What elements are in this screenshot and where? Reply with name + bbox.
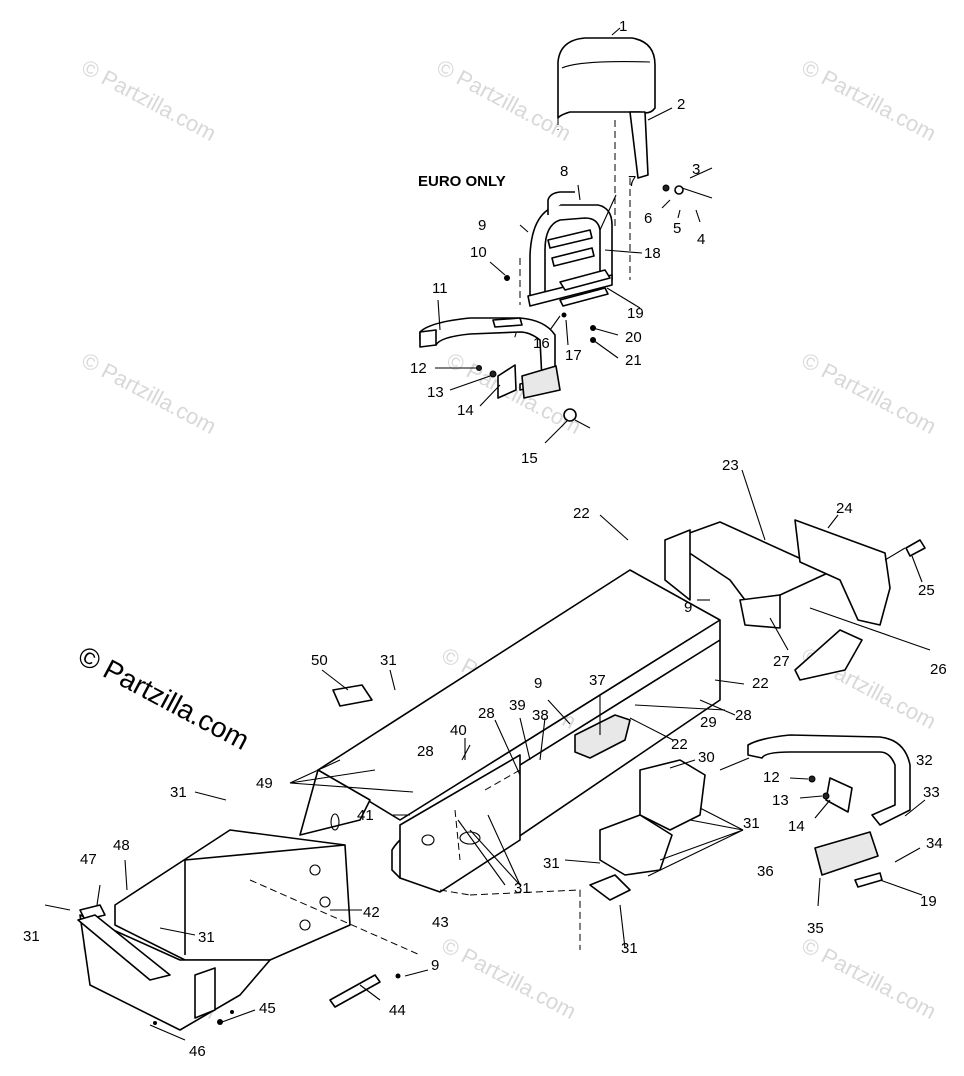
- watermark-main: © Partzilla.com: [73, 640, 254, 756]
- callout-16: 16: [533, 335, 550, 352]
- rear-flap: [794, 519, 891, 626]
- backrest-pad: [557, 37, 656, 119]
- callout-28: 28: [478, 705, 495, 722]
- front-frame: [77, 684, 421, 1031]
- callout-7: 7: [628, 173, 636, 190]
- callout-13: 13: [772, 792, 789, 809]
- callout-31: 31: [743, 815, 760, 832]
- callout-46: 46: [189, 1043, 206, 1060]
- euro-only-heading: EURO ONLY: [418, 173, 506, 190]
- side-handle-left: [419, 317, 577, 422]
- callout-17: 17: [565, 347, 582, 364]
- callout-9: 9: [684, 599, 692, 616]
- callout-22: 22: [671, 736, 688, 753]
- callout-labels: EURO ONLY 1 2 3 4 5 6 7 8 9 10 11 12 13 …: [23, 18, 947, 1060]
- callout-35: 35: [807, 920, 824, 937]
- callout-1: 1: [619, 18, 627, 35]
- callout-9: 9: [431, 957, 439, 974]
- callout-31: 31: [380, 652, 397, 669]
- callout-22: 22: [752, 675, 769, 692]
- callout-14: 14: [457, 402, 474, 419]
- tunnel: [317, 569, 721, 891]
- watermark: © Partzilla.com: [438, 932, 581, 1024]
- callout-37: 37: [589, 672, 606, 689]
- callout-49: 49: [256, 775, 273, 792]
- callout-8: 8: [560, 163, 568, 180]
- callout-3: 3: [692, 161, 700, 178]
- backrest-post: [629, 111, 649, 179]
- callout-11: 11: [432, 280, 448, 297]
- watermark: © Partzilla.com: [798, 932, 941, 1024]
- callout-9: 9: [478, 217, 486, 234]
- rear-bumper: [794, 629, 863, 681]
- watermark: © Partzilla.com: [78, 54, 221, 146]
- watermark: © Partzilla.com: [433, 54, 576, 146]
- callout-40: 40: [450, 722, 467, 739]
- callout-23: 23: [722, 457, 739, 474]
- callout-22: 22: [573, 505, 590, 522]
- callout-50: 50: [311, 652, 328, 669]
- callout-29: 29: [700, 714, 717, 731]
- callout-31: 31: [621, 940, 638, 957]
- callout-31: 31: [514, 880, 531, 897]
- callout-34: 34: [926, 835, 943, 852]
- callout-26: 26: [930, 661, 947, 678]
- callout-36: 36: [757, 863, 774, 880]
- callout-30: 30: [698, 749, 715, 766]
- side-handle-right: [747, 734, 911, 888]
- callout-6: 6: [644, 210, 652, 227]
- callout-48: 48: [113, 837, 130, 854]
- watermark: © Partzilla.com: [78, 347, 221, 439]
- callout-20: 20: [625, 329, 642, 346]
- callout-44: 44: [389, 1002, 406, 1019]
- callout-47: 47: [80, 851, 97, 868]
- callout-31: 31: [170, 784, 187, 801]
- tunnel-assembly: [299, 519, 926, 950]
- watermark: © Partzilla.com: [798, 54, 941, 146]
- callout-2: 2: [677, 96, 685, 113]
- callout-42: 42: [363, 904, 380, 921]
- callout-33: 33: [923, 784, 940, 801]
- callout-43: 43: [432, 914, 449, 931]
- callout-10: 10: [470, 244, 487, 261]
- callout-13: 13: [427, 384, 444, 401]
- callout-31: 31: [198, 929, 215, 946]
- callout-31: 31: [23, 928, 40, 945]
- callout-24: 24: [836, 500, 853, 517]
- callout-19: 19: [920, 893, 937, 910]
- callout-41: 41: [357, 807, 374, 824]
- callout-14: 14: [788, 818, 805, 835]
- callout-18: 18: [644, 245, 661, 262]
- callout-12: 12: [410, 360, 427, 377]
- callout-25: 25: [918, 582, 935, 599]
- callout-5: 5: [673, 220, 681, 237]
- callout-45: 45: [259, 1000, 276, 1017]
- backrest-assembly: [504, 37, 713, 343]
- callout-28: 28: [417, 743, 434, 760]
- callout-21: 21: [625, 352, 642, 369]
- callout-9: 9: [534, 675, 542, 692]
- watermark: © Partzilla.com: [798, 347, 941, 439]
- callout-4: 4: [697, 231, 705, 248]
- callout-32: 32: [916, 752, 933, 769]
- callout-28: 28: [735, 707, 752, 724]
- callout-39: 39: [509, 697, 526, 714]
- callout-27: 27: [773, 653, 790, 670]
- watermark: © Partzilla.com: [443, 347, 586, 439]
- bulkhead: [114, 829, 351, 961]
- callout-19: 19: [627, 305, 644, 322]
- callout-31: 31: [543, 855, 560, 872]
- callout-15: 15: [521, 450, 538, 467]
- callout-38: 38: [532, 707, 549, 724]
- leader-lines: [44, 27, 931, 1041]
- callout-12: 12: [763, 769, 780, 786]
